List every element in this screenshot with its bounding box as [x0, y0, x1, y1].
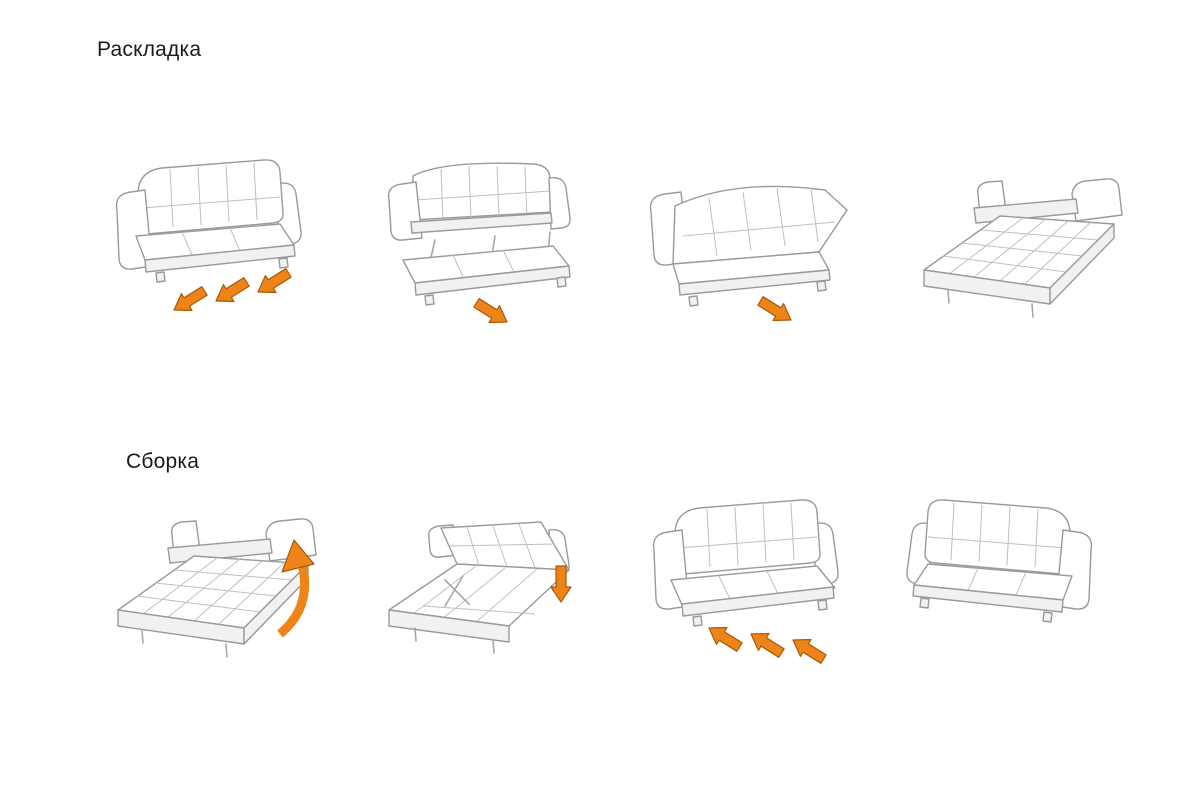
arrow-down-left-icon [252, 263, 295, 302]
arrow-up-left-icon [745, 624, 788, 663]
bed-unfolded-drawing [923, 178, 1123, 318]
sofa-seat-pulled-out-illustration [387, 162, 571, 332]
fold-step-2-figure [344, 482, 596, 672]
bed-unfolded-illustration [923, 178, 1123, 318]
sofa-closed-drawing [906, 499, 1093, 623]
lift-arrow [277, 539, 315, 638]
arrow-down-left-icon [168, 281, 211, 320]
arrow-up-left-icon [703, 618, 746, 657]
unfold-steps-row [75, 142, 1133, 332]
unfold-step-1-figure [75, 142, 327, 332]
unfold-step-4-figure [881, 142, 1133, 332]
arrow-curved-up-icon [281, 539, 315, 573]
arrow-down-right-icon [470, 293, 513, 332]
sofa-backrest-folding-drawing [650, 185, 849, 307]
section-title-fold: Сборка [126, 450, 200, 473]
sofa-closing-drawing [653, 499, 840, 627]
backrest-raising-illustration [387, 521, 572, 654]
sofa-backrest-folding-illustration [650, 185, 849, 330]
sofa-assembled-illustration [906, 499, 1093, 623]
section-title-unfold: Раскладка [97, 38, 202, 61]
pull-out-arrows [168, 263, 295, 320]
sofa-seat-pulled-out-drawing [387, 162, 571, 306]
sofa-closed-drawing [115, 159, 302, 283]
unfold-step-2-figure [344, 142, 596, 332]
sofa-closed-illustration [115, 159, 302, 320]
bed-unfolded-drawing [117, 518, 317, 658]
bed-lifting-illustration [117, 518, 317, 658]
unfold-step-3-figure [612, 142, 864, 332]
push-in-arrows [703, 618, 830, 669]
fold-step-1-figure [75, 482, 327, 672]
arrow-up-left-icon [787, 630, 830, 669]
fold-steps-row [75, 482, 1133, 672]
fold-step-4-figure [881, 482, 1133, 672]
backrest-raising-drawing [387, 521, 570, 654]
sofa-seat-pushing-in-illustration [653, 499, 840, 669]
arrow-down-right-icon [754, 291, 798, 330]
arrow-down-left-icon [210, 272, 253, 311]
fold-step-3-figure [612, 482, 864, 672]
